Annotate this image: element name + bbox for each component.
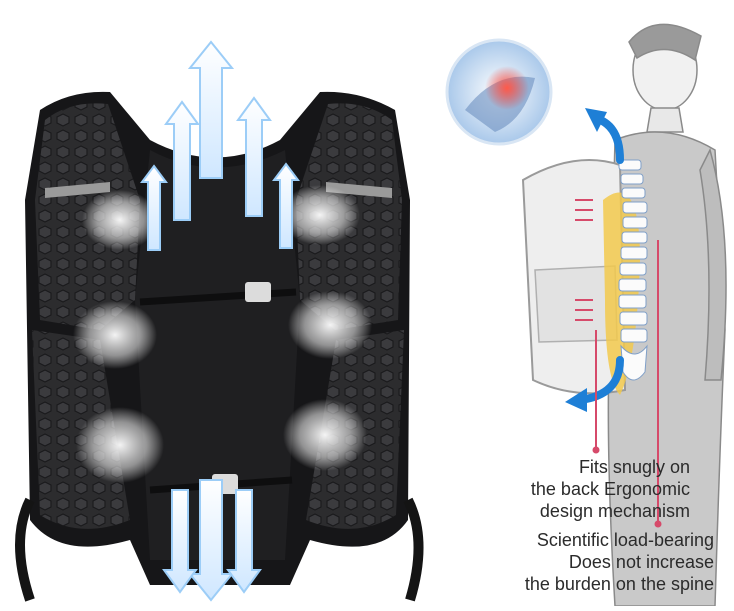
caption-line: Does not increase [568, 552, 714, 572]
pressure-arrows [575, 199, 593, 321]
airflow-arrow-icon [272, 162, 300, 249]
caption-line: Scientific load-bearing [536, 530, 714, 550]
airflow-arrow-icon [236, 96, 272, 217]
caption-line: the back Ergonomic [530, 479, 690, 499]
caption-load-bearing: Scientific load-bearing Does not increas… [525, 529, 714, 595]
ergonomic-illustration [415, 0, 734, 607]
arrow-head-top [585, 108, 607, 132]
backpack [521, 159, 640, 395]
buckle-upper [245, 282, 271, 302]
person-graphic [445, 23, 727, 607]
airflow-arrows-down [162, 479, 262, 602]
pointer-lines [592, 240, 662, 528]
vest-graphic [15, 40, 424, 602]
caption-ergonomic-fit: Fits snugly on the back Ergonomic design… [531, 456, 690, 522]
airflow-arrow-icon [140, 164, 168, 251]
caption-line: Fits snugly on [578, 457, 690, 477]
airflow-arrows-up [140, 40, 300, 251]
vest-illustration [15, 40, 424, 602]
arrow-head-bottom [565, 388, 587, 412]
airflow-arrow-icon [187, 40, 235, 179]
spine [618, 159, 648, 381]
airflow-arrow-icon [164, 100, 200, 221]
mist-clouds [73, 185, 372, 483]
airflow-arrow-icon [226, 489, 262, 594]
shoulder-xray-icon [445, 38, 553, 146]
caption-line: design mechanism [539, 501, 690, 521]
caption-line: the burden on the spine [524, 574, 714, 594]
airflow-arrow-icon [162, 489, 198, 594]
